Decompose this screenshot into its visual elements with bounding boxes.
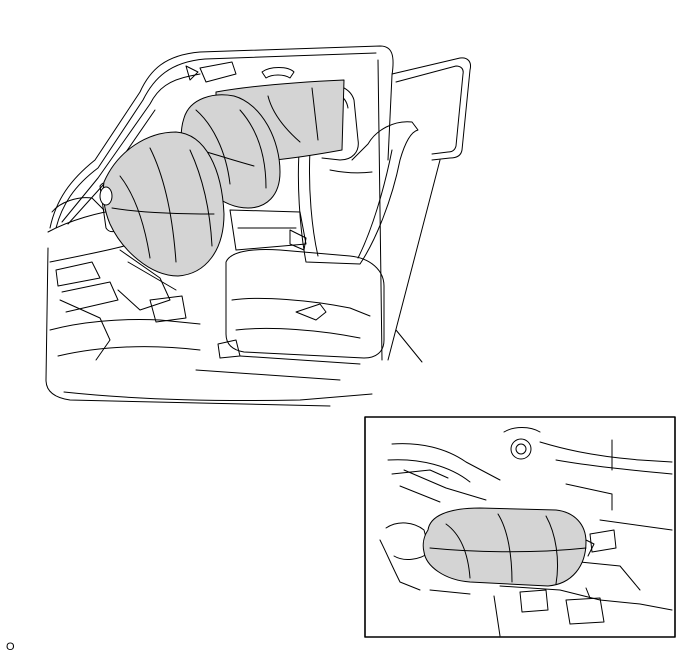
knee-airbag-inset: [365, 417, 675, 637]
figure-corner-label: O: [6, 641, 15, 653]
steering-hub: [100, 187, 112, 205]
knee-airbag: [423, 508, 586, 586]
driver-airbag: [103, 132, 224, 276]
